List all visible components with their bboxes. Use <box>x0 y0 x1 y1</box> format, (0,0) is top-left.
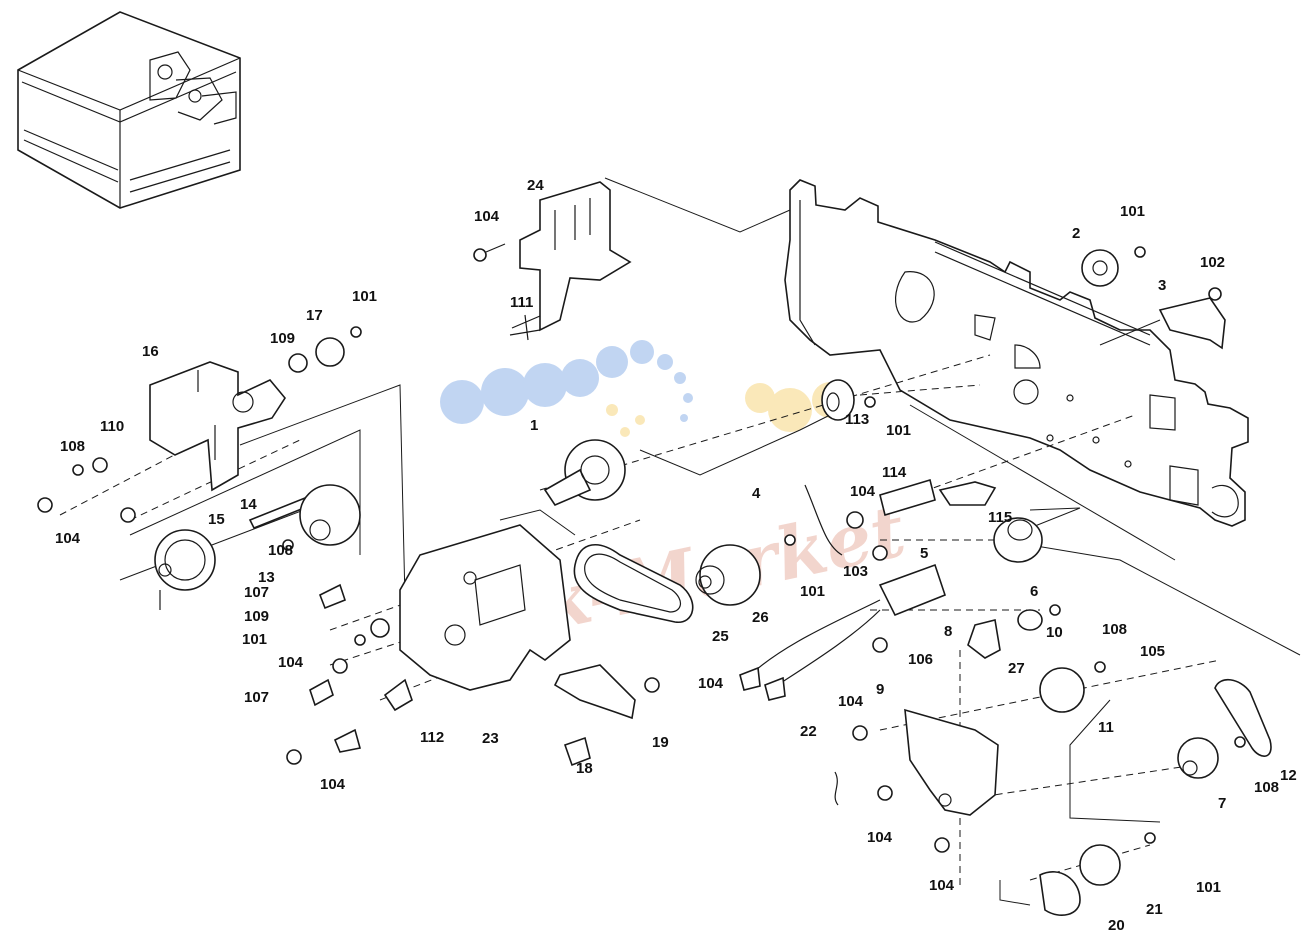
callout-7: 7 <box>1218 795 1226 812</box>
callout-112: 112 <box>420 729 444 746</box>
callout-109: 109 <box>270 330 295 347</box>
callout-109: 109 <box>244 608 269 625</box>
hardware-marks <box>37 243 1246 853</box>
callout-26: 26 <box>752 609 769 626</box>
part-7-gear <box>1177 737 1219 779</box>
callout-11: 11 <box>1098 719 1114 736</box>
callout-27: 27 <box>1008 660 1025 677</box>
assembly-outline-lines <box>119 177 1301 906</box>
callout-2: 2 <box>1072 225 1080 242</box>
callout-4: 4 <box>752 485 761 502</box>
callout-12: 12 <box>1280 767 1297 784</box>
callout-102: 102 <box>1200 254 1225 271</box>
part-113-roller <box>821 379 855 421</box>
part-4-spring <box>804 484 843 556</box>
callout-108: 108 <box>268 542 293 559</box>
callout-20: 20 <box>1108 917 1125 934</box>
callout-104: 104 <box>474 208 500 225</box>
part-3-bracket <box>1158 297 1226 350</box>
callout-108: 108 <box>60 438 85 455</box>
part-25-belt <box>573 543 694 623</box>
part-24-bracket <box>519 181 632 332</box>
part-13-14-gear-shaft <box>248 484 361 546</box>
part-16-bracket <box>149 361 286 492</box>
main-frame-plate <box>784 179 1249 527</box>
callout-101: 101 <box>1196 879 1221 896</box>
part-15-gear-assembly <box>154 529 216 610</box>
callout-1: 1 <box>530 417 538 434</box>
part-18-19 <box>553 664 636 767</box>
copier-thumbnail <box>17 11 241 209</box>
callout-108: 108 <box>1254 779 1279 796</box>
part-12-belt <box>1214 679 1272 757</box>
part-27-10-11 <box>967 609 1085 713</box>
callout-14: 14 <box>240 496 257 513</box>
callout-108: 108 <box>1102 621 1127 638</box>
part-20-21 <box>1039 844 1121 916</box>
callout-101: 101 <box>1120 203 1145 220</box>
part-26-gear <box>695 544 761 606</box>
callout-104: 104 <box>320 776 346 793</box>
part-9-bracket <box>904 708 999 816</box>
callout-101: 101 <box>886 422 911 439</box>
callout-17: 17 <box>306 307 323 324</box>
callout-106: 106 <box>908 651 933 668</box>
callout-113: 113 <box>845 411 869 428</box>
callout-104: 104 <box>850 483 876 500</box>
callout-10: 10 <box>1046 624 1063 641</box>
callout-104: 104 <box>838 693 864 710</box>
part-callouts: 1234567891011121314151617181920212223242… <box>55 177 1297 934</box>
part-1-gear <box>543 439 626 506</box>
part-6-clutch <box>993 517 1043 563</box>
callout-105: 105 <box>1140 643 1165 660</box>
callout-101: 101 <box>242 631 267 648</box>
callout-103: 103 <box>843 563 868 580</box>
callout-13: 13 <box>258 569 275 586</box>
callout-115: 115 <box>988 509 1012 526</box>
callout-101: 101 <box>800 583 825 600</box>
watermark-dots <box>440 340 693 424</box>
part-2-gear <box>1081 249 1119 287</box>
callout-6: 6 <box>1030 583 1038 600</box>
callout-15: 15 <box>208 511 225 528</box>
callout-104: 104 <box>698 675 724 692</box>
callout-104: 104 <box>867 829 893 846</box>
callout-22: 22 <box>800 723 817 740</box>
part-23-plate <box>399 524 571 691</box>
callout-23: 23 <box>482 730 499 747</box>
callout-24: 24 <box>527 177 544 194</box>
part-114-115-assembly <box>879 478 997 517</box>
part-5-8-harness <box>739 563 946 701</box>
callout-101: 101 <box>352 288 377 305</box>
callout-107: 107 <box>244 689 269 706</box>
watermark-dots-yellow <box>606 382 848 437</box>
callout-9: 9 <box>876 681 884 698</box>
callout-104: 104 <box>278 654 304 671</box>
callout-107: 107 <box>244 584 269 601</box>
callout-18: 18 <box>576 760 593 777</box>
callout-16: 16 <box>142 343 159 360</box>
callout-111: 111 <box>510 294 533 311</box>
callout-114: 114 <box>882 464 907 481</box>
callout-8: 8 <box>944 623 952 640</box>
callout-19: 19 <box>652 734 669 751</box>
callout-21: 21 <box>1146 901 1163 918</box>
callout-104: 104 <box>929 877 955 894</box>
callout-104: 104 <box>55 530 81 547</box>
callout-25: 25 <box>712 628 729 645</box>
callout-3: 3 <box>1158 277 1166 294</box>
callout-110: 110 <box>100 418 124 435</box>
callout-5: 5 <box>920 545 928 562</box>
